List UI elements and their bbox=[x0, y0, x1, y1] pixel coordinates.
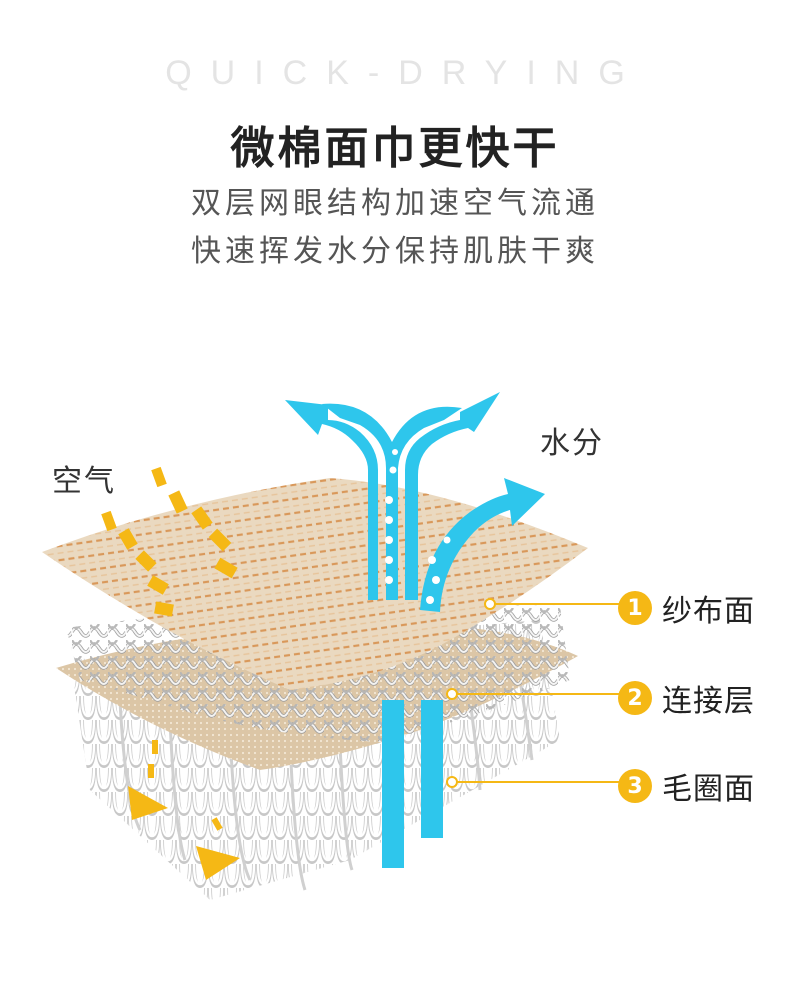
water-drain-bar-1 bbox=[382, 700, 404, 868]
legend-gauze-layer: 1 纱布面 bbox=[618, 586, 755, 630]
leader-lines bbox=[446, 598, 620, 788]
air-flow-dashes-in bbox=[101, 466, 238, 617]
english-title: QUICK-DRYING bbox=[165, 54, 644, 92]
legend-label: 纱布面 bbox=[662, 594, 755, 629]
legend-number-badge: 2 bbox=[618, 681, 652, 715]
legend-number-badge: 1 bbox=[618, 591, 652, 625]
water-drain-bar-2 bbox=[421, 700, 443, 838]
subtitle-line-1: 双层网眼结构加速空气流通 bbox=[191, 186, 599, 221]
water-droplets bbox=[385, 449, 451, 604]
subtitle-line-2: 快速挥发水分保持肌肤干爽 bbox=[191, 234, 599, 269]
legend-terry-layer: 3 毛圈面 bbox=[618, 764, 755, 808]
air-label: 空气 bbox=[52, 464, 116, 499]
page-title: 微棉面巾更快干 bbox=[230, 123, 560, 174]
legend-label: 毛圈面 bbox=[662, 772, 755, 807]
legend-number-badge: 3 bbox=[618, 769, 652, 803]
legend-connecting-layer: 2 连接层 bbox=[618, 676, 755, 720]
legend-label: 连接层 bbox=[662, 684, 755, 719]
water-label: 水分 bbox=[540, 426, 604, 461]
air-flow-arrows-out bbox=[128, 740, 240, 880]
